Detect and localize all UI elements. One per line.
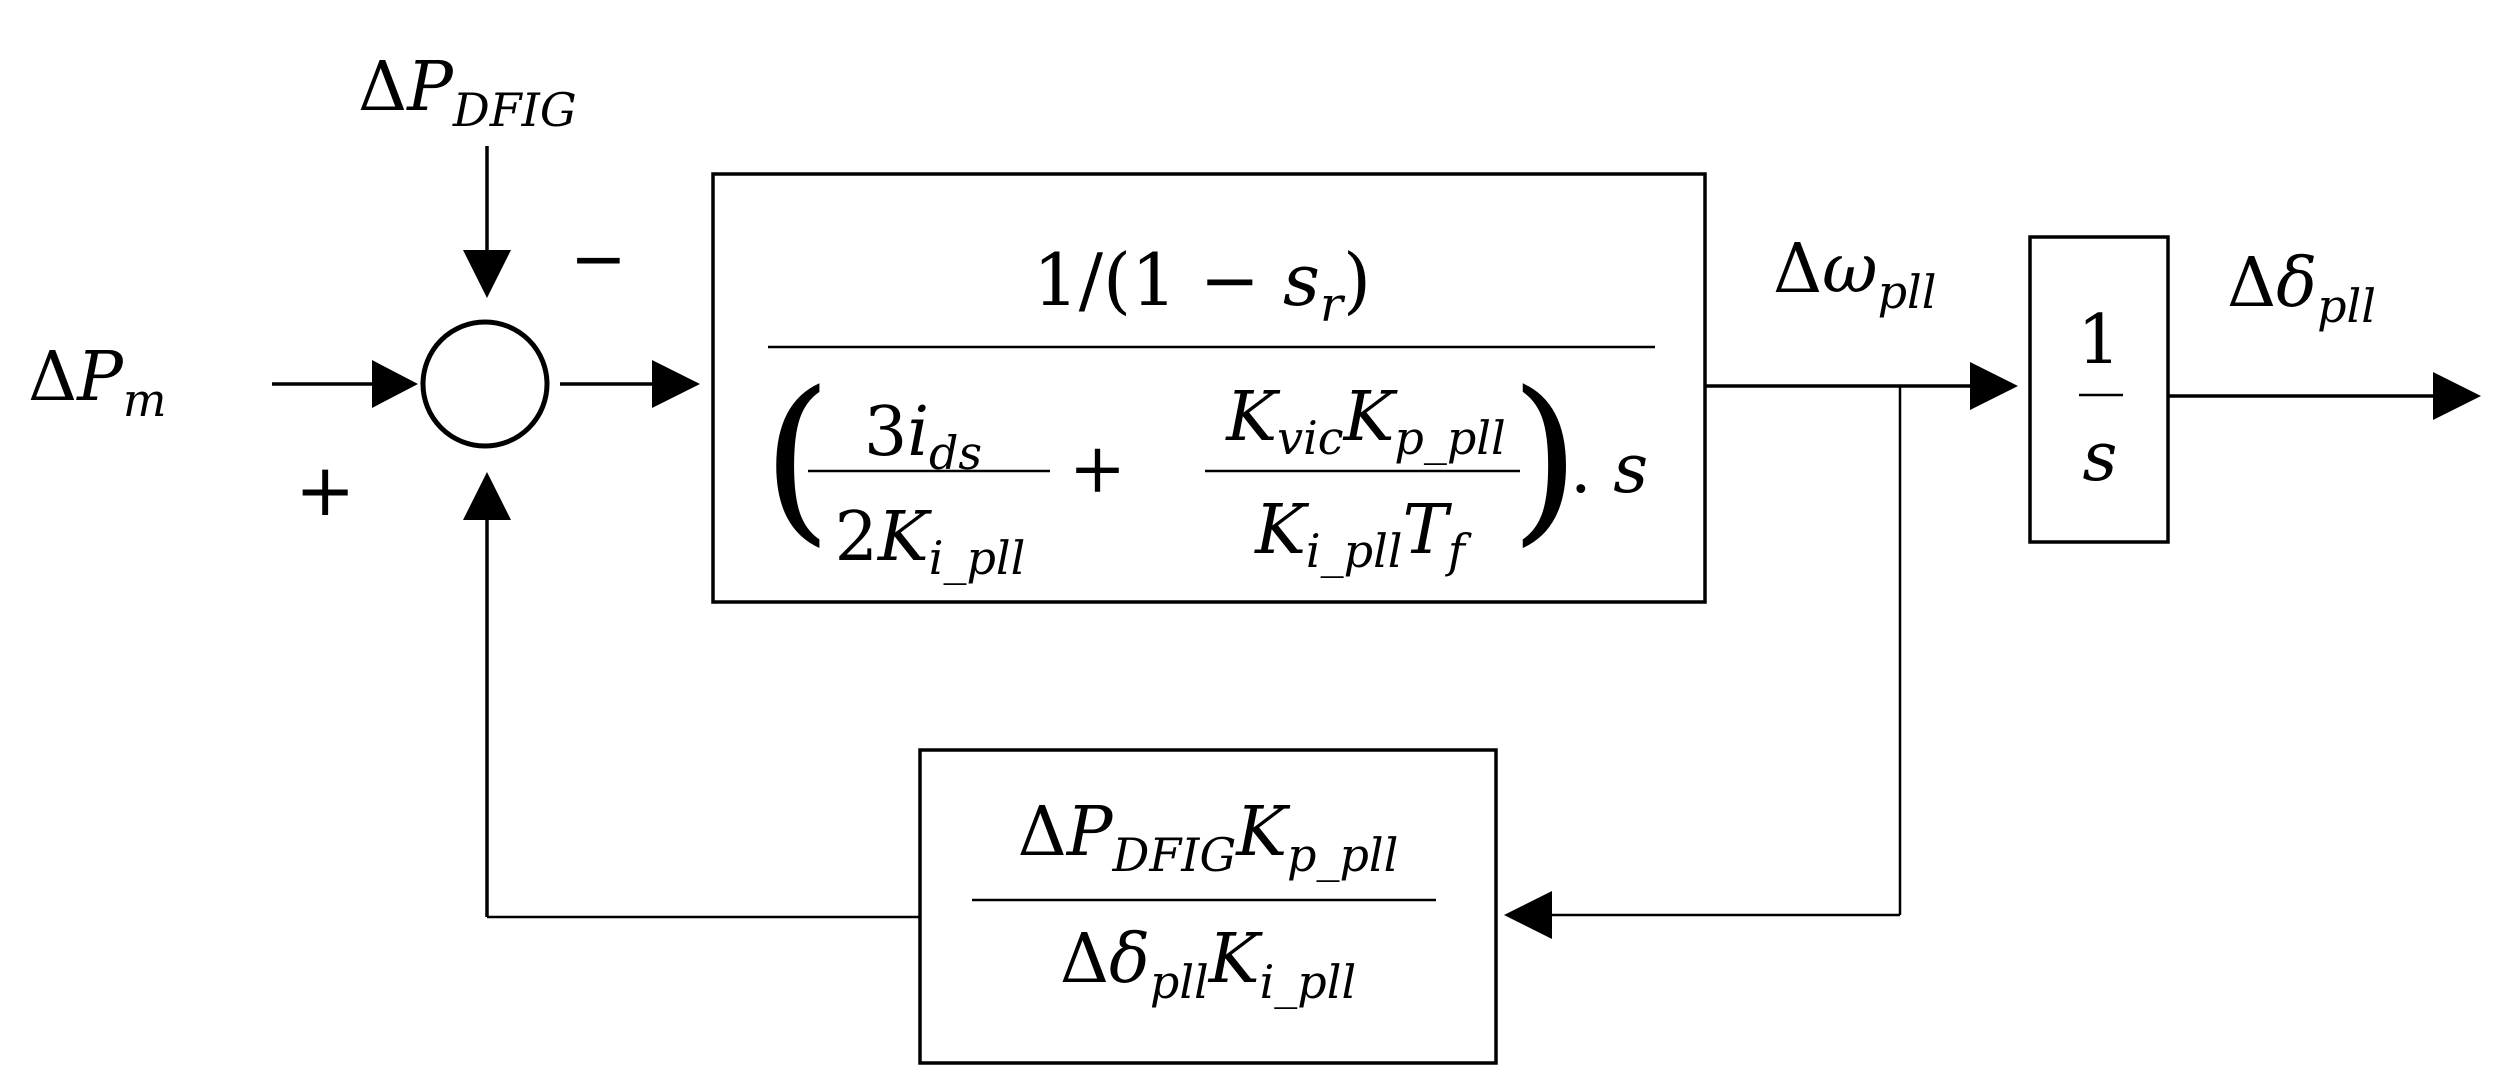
main-close-paren: )	[1510, 354, 1580, 563]
sum-sign-minus: −	[570, 220, 627, 299]
integrator-denominator: s	[2083, 418, 2118, 497]
summing-junction	[420, 319, 550, 449]
main-block-numerator: 1/(1 − sr)	[1033, 238, 1371, 333]
input-p-m-arrowhead	[372, 360, 418, 408]
delta-pll-label: Δδpll	[2227, 244, 2376, 333]
integrator-numerator: 1	[2077, 301, 2120, 380]
input-p-dfig-arrowhead	[463, 250, 511, 298]
feedback-block	[918, 748, 1498, 1065]
input-p-dfig-label: ΔPDFIG	[358, 48, 577, 137]
main-open-paren: (	[762, 354, 832, 563]
feedback-block-arrowhead	[1504, 891, 1552, 939]
feedback-denominator: ΔδpllKi_pll	[1060, 920, 1356, 1009]
input-p-m-label: ΔPm	[28, 338, 167, 427]
main-plus-sign: +	[1069, 430, 1126, 509]
term2-denominator: Ki_pllTf	[1253, 491, 1472, 578]
term2-numerator: KvicKp_pll	[1224, 378, 1505, 465]
main-transfer-block	[711, 172, 1707, 604]
omega-pll-label: Δωpll	[1773, 230, 1936, 319]
delta-pll-output-arrowhead	[2433, 372, 2481, 420]
main-trailing-s: . s	[1570, 430, 1648, 509]
integrator-block	[2028, 235, 2170, 544]
sum-sign-plus: +	[295, 448, 355, 532]
term1-denominator: 2Ki_pll	[835, 498, 1026, 585]
omega-pll-arrowhead	[1970, 362, 2018, 410]
sum-output-arrowhead	[652, 360, 700, 408]
feedback-numerator: ΔPDFIGKp_pll	[1018, 793, 1399, 882]
feedback-return-arrowhead	[463, 472, 511, 520]
